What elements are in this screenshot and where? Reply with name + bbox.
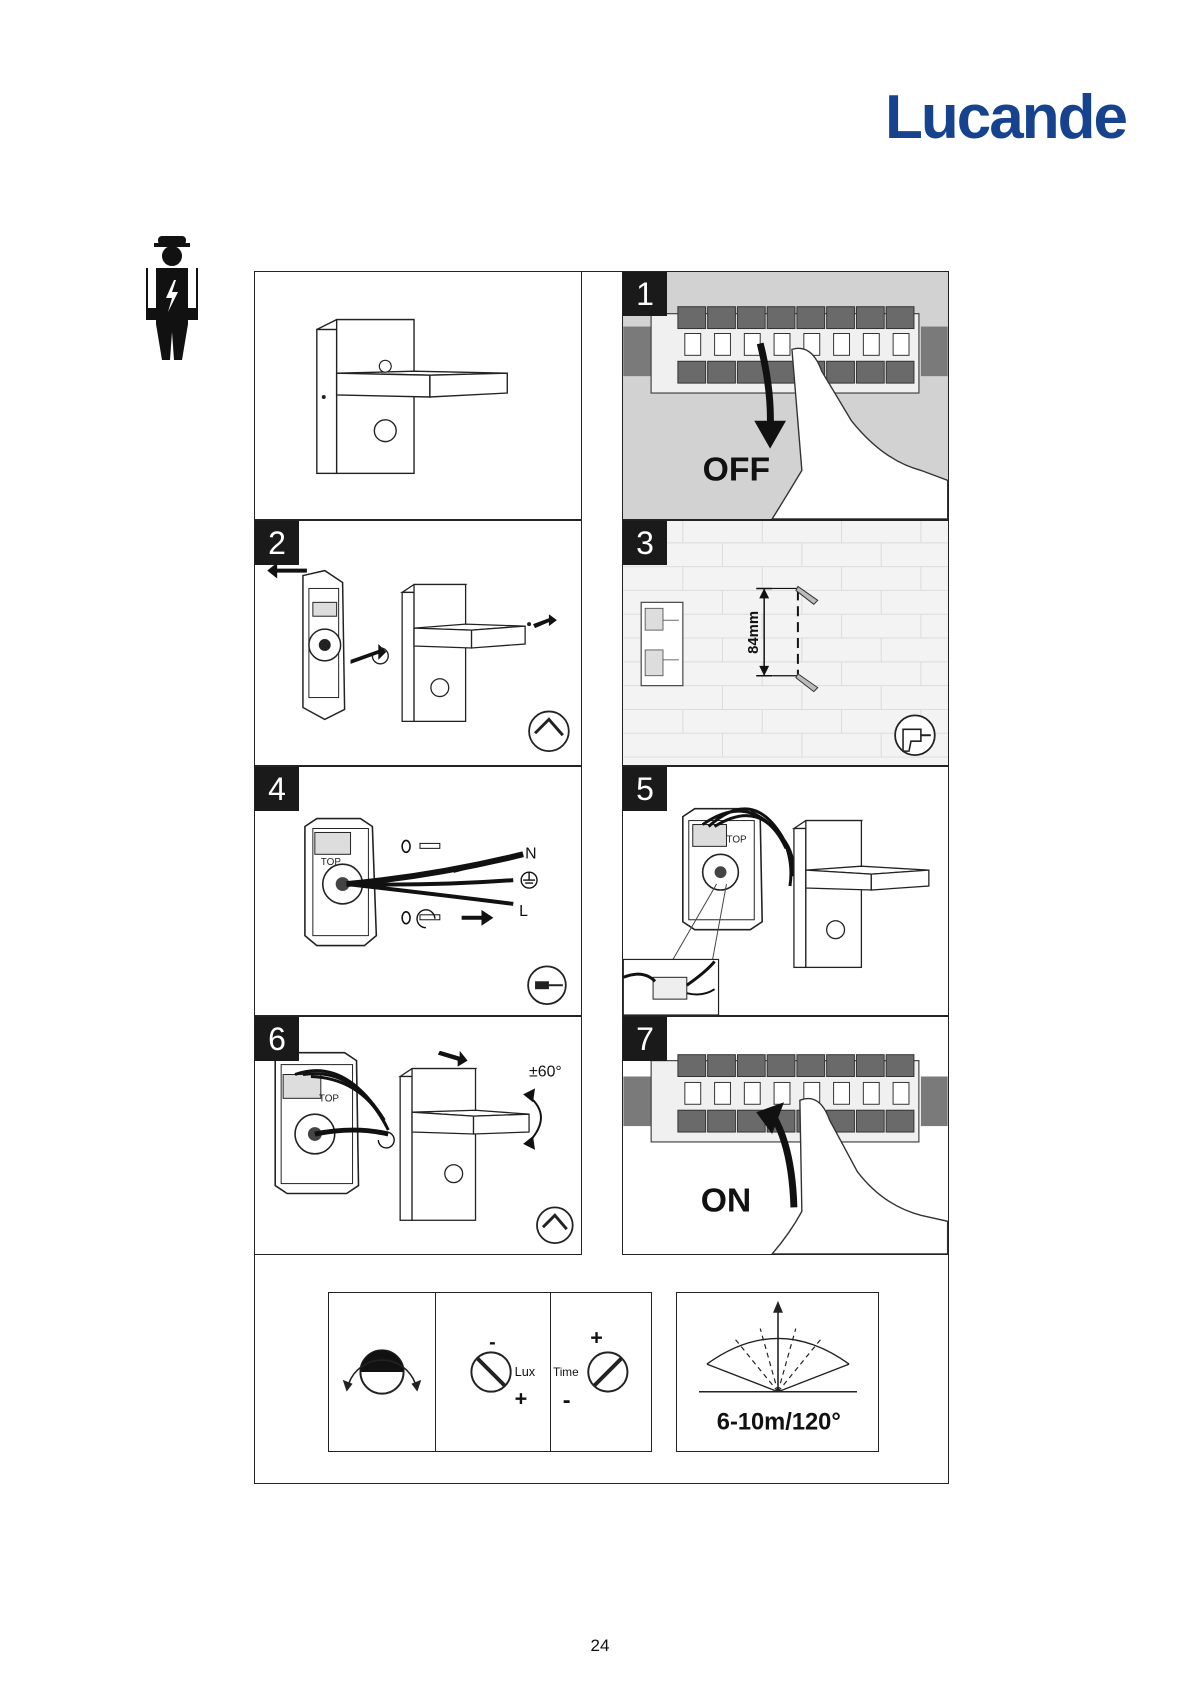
mounting-plate: TOP xyxy=(274,1051,360,1195)
wire-n-label: N xyxy=(525,845,536,862)
step-2-panel: 2 xyxy=(254,520,582,766)
step-number: 4 xyxy=(255,767,299,811)
step-1-panel: OFF 1 xyxy=(622,271,949,520)
step-number: 7 xyxy=(623,1017,667,1061)
mounting-plate: TOP xyxy=(682,807,763,931)
drill-icon xyxy=(894,714,936,756)
step-5-panel: TOP 5 xyxy=(622,766,949,1016)
rotation-label: ±60° xyxy=(529,1063,562,1080)
top-mark: TOP xyxy=(321,857,342,868)
connector-inset xyxy=(623,958,720,1015)
distance-label: 84mm xyxy=(746,611,762,654)
brand-logo: Lucande xyxy=(885,83,1128,152)
time-adjust-box: + Time - xyxy=(550,1292,652,1452)
step-number: 6 xyxy=(255,1017,299,1061)
step-number: 1 xyxy=(623,272,667,316)
lux-minus: - xyxy=(489,1331,496,1353)
wrench-icon xyxy=(536,1206,574,1244)
lamp-body xyxy=(398,1067,530,1221)
mounting-plate xyxy=(302,569,346,721)
time-plus: + xyxy=(590,1325,603,1350)
electrician-icon xyxy=(146,232,198,362)
page-number: 24 xyxy=(590,1636,610,1655)
lamp-body xyxy=(400,583,526,723)
step-6-panel: TOP ±60° 6 xyxy=(254,1016,582,1255)
lux-plus: + xyxy=(515,1385,528,1410)
top-mark: TOP xyxy=(319,1093,340,1104)
ground-icon xyxy=(520,871,538,889)
step-number: 5 xyxy=(623,767,667,811)
detection-range-box: 6-10m/120° xyxy=(676,1292,879,1452)
step-number: 2 xyxy=(255,521,299,565)
step-number: 3 xyxy=(623,521,667,565)
product-drawing xyxy=(316,318,508,475)
step-3-panel: 84mm 3 xyxy=(622,520,949,766)
screwdriver-icon xyxy=(527,965,567,1005)
product-overview-panel xyxy=(254,271,582,520)
wire-l-label: L xyxy=(519,903,528,920)
on-label: ON xyxy=(701,1181,752,1219)
step-7-panel: ON 7 xyxy=(622,1016,949,1255)
range-label: 6-10m/120° xyxy=(717,1409,841,1435)
lamp-body xyxy=(791,819,930,969)
dowel-icon xyxy=(795,585,819,693)
time-minus: - xyxy=(563,1386,571,1412)
top-mark: TOP xyxy=(726,834,747,845)
lux-adjust-box: - Lux + xyxy=(435,1292,551,1452)
step-4-panel: TOP N L 4 xyxy=(254,766,582,1016)
time-label: Time xyxy=(553,1366,579,1379)
off-label: OFF xyxy=(703,450,770,488)
wrench-icon xyxy=(528,710,570,753)
lux-label: Lux xyxy=(515,1364,536,1379)
sensor-rotation-box xyxy=(328,1292,436,1452)
